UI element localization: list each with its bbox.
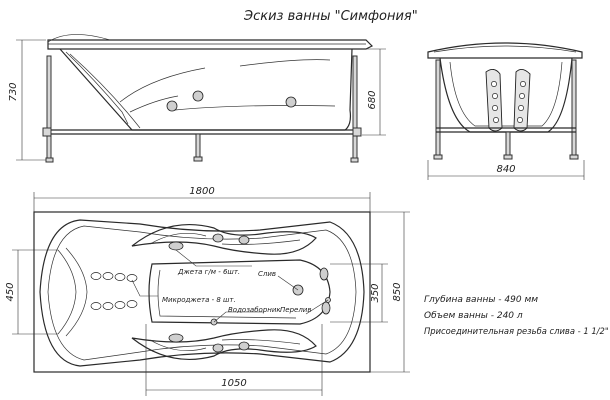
plan-view: 1800 <box>5 186 410 396</box>
dim-width: 850 <box>392 282 403 301</box>
callout-micro-jets: Микроджета - 8 шт. <box>162 296 236 304</box>
side-view: 730 680 <box>8 34 386 163</box>
dim-length: 1800 <box>189 186 214 197</box>
dim-bottom-length: 1050 <box>221 378 246 389</box>
dim-end-width: 840 <box>496 164 515 175</box>
callout-water-supply: Водозаборник <box>228 306 281 314</box>
callout-jets: Джета г/м - 6шт. <box>177 268 240 276</box>
spec-volume: Объем ванны - 240 л <box>424 311 523 321</box>
end-view: 840 <box>427 42 585 180</box>
spec-notes: Глубина ванны - 490 мм Объем ванны - 240… <box>424 295 609 336</box>
drawing-title: Эскиз ванны "Симфония" <box>243 9 418 24</box>
callout-drain: Слив <box>258 270 276 278</box>
dim-overall-height: 730 <box>8 82 19 101</box>
dim-inner-height: 680 <box>367 90 378 109</box>
dim-inner-width: 450 <box>5 282 16 301</box>
wing-jets <box>168 233 331 353</box>
spec-depth: Глубина ванны - 490 мм <box>424 295 538 305</box>
spec-drain-thread: Присоединительная резьба слива - 1 1/2" <box>424 326 609 336</box>
micro-jets <box>90 272 138 310</box>
dim-seat-width: 350 <box>370 283 381 302</box>
callout-overflow: Перелив <box>280 306 311 314</box>
